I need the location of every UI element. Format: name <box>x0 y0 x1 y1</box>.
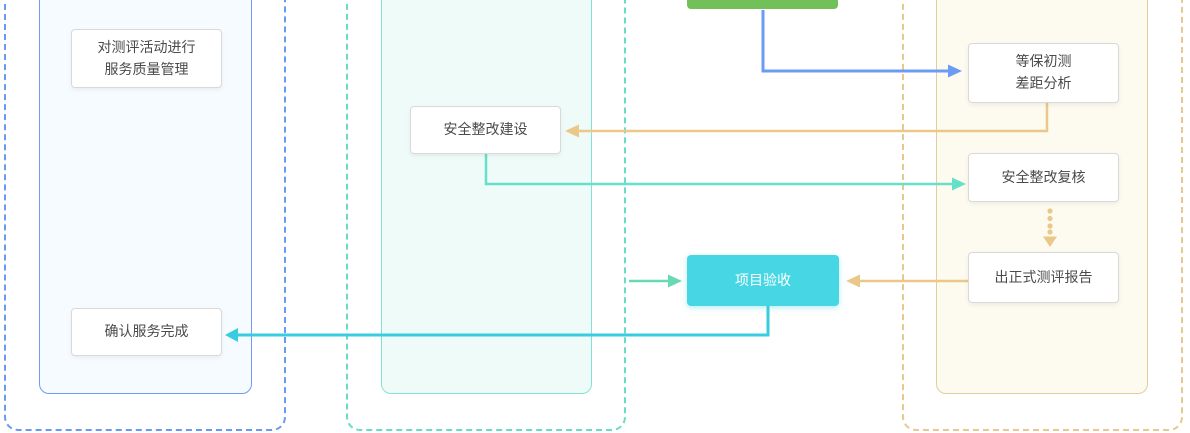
node-security-rectification-build: 安全整改建设 <box>410 106 561 154</box>
node-quality-management: 对测评活动进行 服务质量管理 <box>71 29 222 88</box>
node-initial-test-gap-analysis: 等保初测 差距分析 <box>968 43 1119 103</box>
lane-middle-dashed-container <box>346 0 626 431</box>
node-top-green-cutoff <box>687 0 838 9</box>
lane-left-dashed-container <box>4 0 286 431</box>
node-formal-evaluation-report: 出正式测评报告 <box>968 252 1119 303</box>
panel-middle <box>381 0 592 394</box>
arrow-middle-lane-to-acceptance <box>629 274 682 288</box>
lane-right-dashed-container <box>902 0 1183 431</box>
node-project-acceptance: 项目验收 <box>687 255 839 306</box>
node-confirm-service-done: 确认服务完成 <box>71 308 222 356</box>
node-security-rectification-review: 安全整改复核 <box>968 153 1119 202</box>
